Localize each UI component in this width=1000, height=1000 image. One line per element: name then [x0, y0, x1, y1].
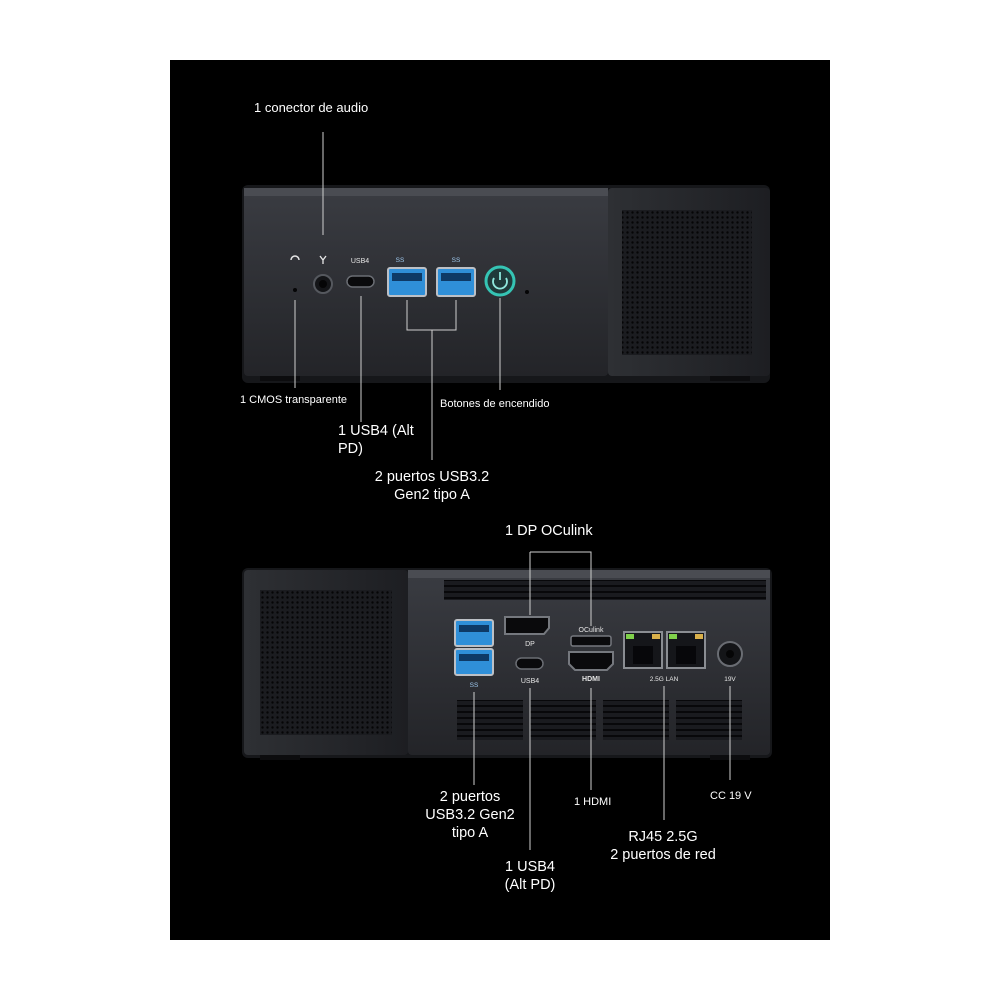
power-icon [492, 277, 508, 290]
rear-vent-4 [676, 700, 742, 740]
cmos-pinhole [293, 288, 297, 292]
rear-dp-marking: DP [525, 641, 535, 648]
rear-usb-a-tongue-1 [459, 625, 489, 632]
rear-dc-marking: 19V [724, 676, 736, 683]
oculink-callout-line [530, 551, 592, 626]
oculink-label: 1 DP OCulink [505, 523, 593, 539]
rear-lan-marking: 2.5G LAN [650, 676, 679, 683]
usb32-rear-label: 2 puertos USB3.2 Gen2 tipo A [425, 789, 515, 842]
foot [710, 376, 750, 381]
headphone-icon [290, 255, 300, 261]
power-button[interactable] [484, 265, 516, 297]
power-label: Botones de encendido [440, 398, 550, 410]
rear-usb-a-port-1 [454, 619, 494, 647]
rj45-led-2b [695, 634, 703, 639]
hdmi-label: 1 HDMI [574, 796, 612, 808]
rear-vent-1 [457, 700, 523, 740]
rear-top-edge [408, 570, 770, 578]
rear-usb-c-port [515, 657, 544, 670]
front-ss-marking-a: SS [396, 257, 405, 264]
front-usb-a-tongue-2 [441, 273, 471, 281]
rj45-led-1a [626, 634, 634, 639]
front-side-mesh [622, 210, 752, 355]
rear-vent-3 [603, 700, 669, 740]
front-usb-a-tongue-1 [392, 273, 422, 281]
rear-oculink-port [570, 635, 612, 647]
rear-top-vent [444, 580, 766, 600]
rear-unit: SS DP USB4 OCulink HDMI 2.5G LAN [242, 551, 772, 850]
rj45-socket-2 [676, 646, 696, 664]
foot [260, 376, 300, 381]
cmos-label: 1 CMOS transparente [240, 394, 347, 406]
usb32-front-label: 2 puertos USB3.2 Gen2 tipo A [374, 469, 490, 504]
rear-ss-marking: SS [470, 682, 479, 689]
rj45-led-1b [652, 634, 660, 639]
foot [260, 755, 300, 760]
front-usb4-marking: USB4 [351, 258, 369, 265]
rear-usb-a-port-2 [454, 648, 494, 676]
rear-displayport [504, 616, 550, 635]
rear-hdmi-port [568, 651, 614, 671]
rear-usb-a-tongue-2 [459, 654, 489, 661]
front-unit: USB4 SS SS [242, 132, 770, 460]
front-ss-marking-b: SS [452, 257, 461, 264]
rear-usb4-marking: USB4 [521, 678, 539, 685]
audio-label: 1 conector de audio [254, 100, 369, 115]
rear-side-mesh [260, 590, 392, 735]
product-panel: USB4 SS SS [170, 60, 830, 940]
dc-label: CC 19 V [710, 790, 752, 802]
front-pinhole [525, 290, 529, 294]
front-usb-a-port-2 [436, 267, 476, 297]
dc-in-pin [726, 650, 734, 658]
usb4-rear-label: 1 USB4 (Alt PD) [504, 859, 556, 894]
front-usb-c-port [346, 275, 375, 288]
rj45-led-2a [669, 634, 677, 639]
front-usb-a-port-1 [387, 267, 427, 297]
usb4-front-label: 1 USB4 (Alt PD) [338, 423, 414, 458]
mic-icon [319, 255, 327, 264]
rear-hdmi-marking: HDMI [582, 676, 600, 683]
audio-jack-hole [319, 280, 327, 288]
rear-vent-2 [530, 700, 596, 740]
rj45-socket-1 [633, 646, 653, 664]
rear-oculink-marking: OCulink [579, 627, 604, 634]
mini-pc-illustration: USB4 SS SS [242, 132, 772, 850]
rj45-label: RJ45 2.5G 2 puertos de red [610, 829, 716, 864]
front-top-edge [244, 188, 608, 196]
